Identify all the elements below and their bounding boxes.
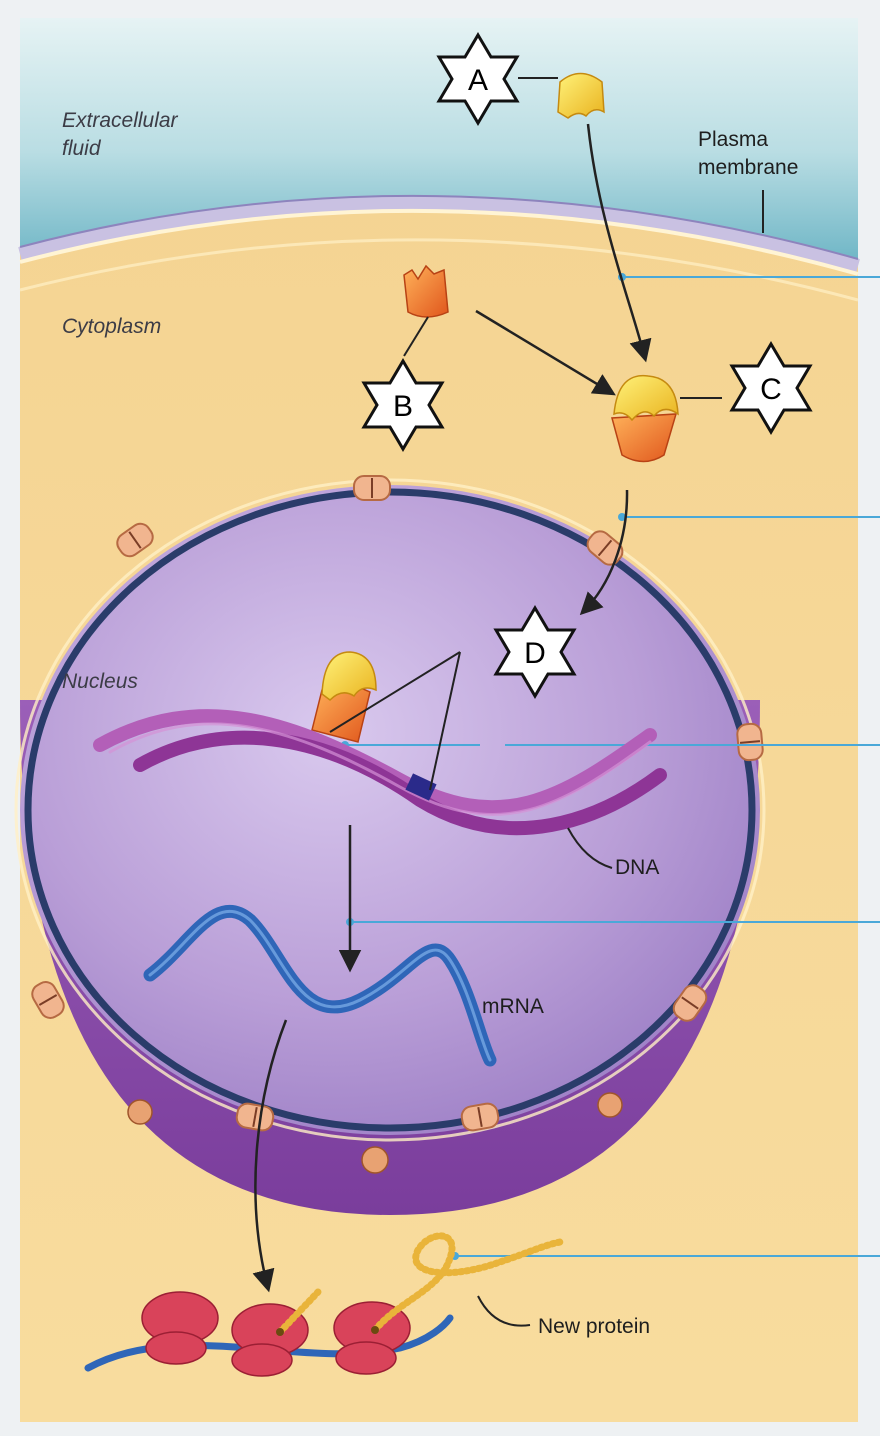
plasma-membrane xyxy=(18,195,860,273)
nucleus-surface-pores xyxy=(127,1092,623,1174)
star-label-c: C xyxy=(760,373,782,406)
nuclear-pores xyxy=(31,475,764,1132)
complex-on-dna xyxy=(311,651,377,743)
star-marker-b: B xyxy=(361,358,445,452)
dna-helix xyxy=(93,709,667,836)
star-marker-c: C xyxy=(729,341,813,435)
steroid-hormone xyxy=(557,72,605,119)
star-label-a: A xyxy=(468,64,488,97)
star-label-d: D xyxy=(524,637,546,670)
star-marker-a: A xyxy=(436,32,520,126)
polypeptide-chains xyxy=(276,1232,564,1336)
new-protein-label: New protein xyxy=(538,1315,650,1338)
receptor-protein xyxy=(403,264,449,318)
nucleus-label: Nucleus xyxy=(62,670,138,693)
plasma-membrane-label-line2: membrane xyxy=(698,156,798,179)
mrna-label: mRNA xyxy=(482,995,544,1018)
extracellular-label-line1: Extracellular xyxy=(62,109,179,132)
ribosomes xyxy=(141,1291,411,1377)
label-connectors xyxy=(329,77,764,1327)
star-marker-d: D xyxy=(493,605,577,699)
cytoplasm-label: Cytoplasm xyxy=(62,315,161,338)
plasma-membrane-label-line1: Plasma xyxy=(698,128,768,151)
extracellular-region xyxy=(20,18,858,262)
extracellular-label-line2: fluid xyxy=(62,137,102,160)
nucleus xyxy=(20,485,760,1135)
hormone-receptor-complex xyxy=(611,374,679,463)
pathway-arrows xyxy=(252,123,652,1293)
dna-label: DNA xyxy=(615,856,659,879)
star-label-b: B xyxy=(393,390,413,423)
